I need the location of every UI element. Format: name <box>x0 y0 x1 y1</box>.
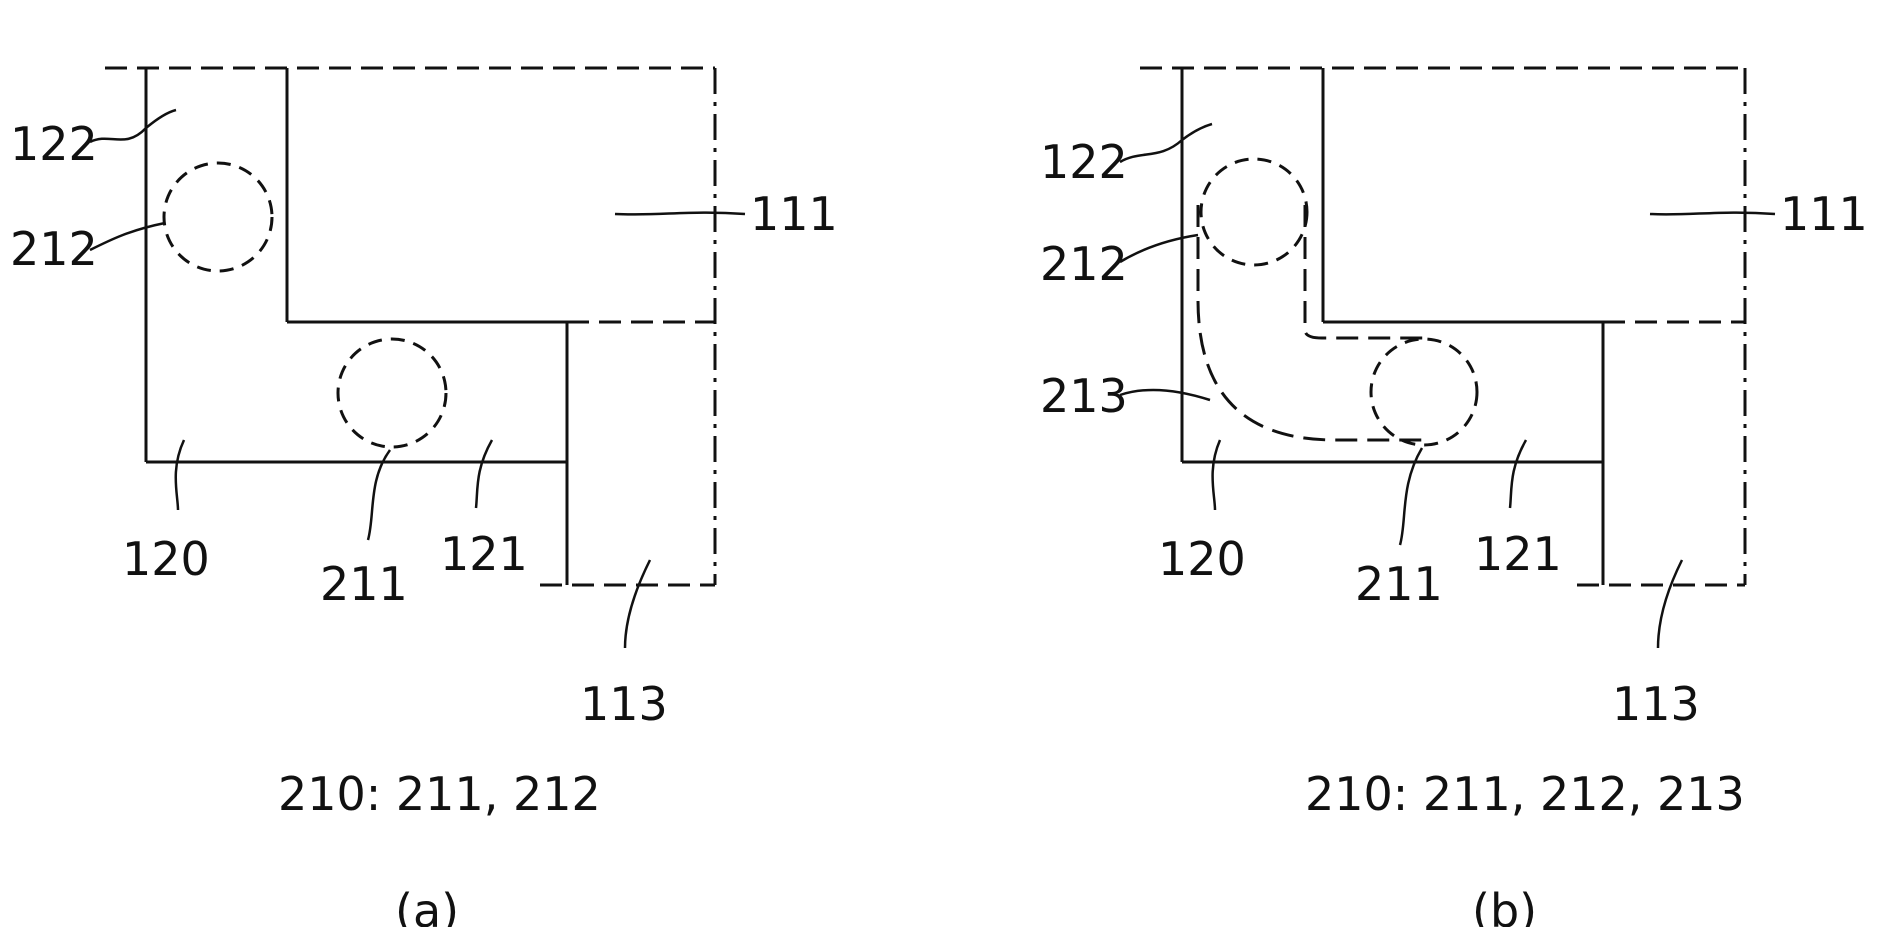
panel-a-structure <box>105 68 715 585</box>
label-212: 212 <box>1040 237 1128 291</box>
label-113: 113 <box>580 677 668 731</box>
leader-120 <box>176 440 184 510</box>
leader-122 <box>1120 124 1212 162</box>
label-120: 120 <box>122 532 210 586</box>
leader-111 <box>1650 213 1775 215</box>
subcaption-a: (a) <box>395 884 459 927</box>
circle-212 <box>164 163 272 271</box>
label-111: 111 <box>1780 187 1868 241</box>
label-212: 212 <box>10 222 98 276</box>
label-122: 122 <box>10 117 98 171</box>
circle-212 <box>1201 159 1307 265</box>
label-120: 120 <box>1158 532 1246 586</box>
label-113: 113 <box>1612 677 1700 731</box>
leader-212 <box>1120 235 1198 262</box>
label-121: 121 <box>1474 527 1562 581</box>
label-122: 122 <box>1040 135 1128 189</box>
leader-113 <box>1658 560 1682 648</box>
label-121: 121 <box>440 527 528 581</box>
label-211: 211 <box>1355 557 1443 611</box>
circle-211 <box>338 339 446 447</box>
panel-a: 122 212 111 120 211 121 113 210: 211, 21… <box>10 68 838 927</box>
leader-121 <box>1510 440 1526 508</box>
leader-122 <box>90 110 176 142</box>
circle-211 <box>1371 339 1477 445</box>
leader-120 <box>1213 440 1220 510</box>
label-111: 111 <box>750 187 838 241</box>
panel-b: 122 212 213 111 120 211 121 113 210: 211… <box>1040 68 1868 927</box>
caption-b: 210: 211, 212, 213 <box>1305 767 1745 821</box>
panel-b-structure <box>1140 68 1745 585</box>
leader-113 <box>625 560 650 648</box>
caption-a: 210: 211, 212 <box>278 767 601 821</box>
leader-111 <box>615 213 745 215</box>
leader-121 <box>476 440 492 508</box>
subcaption-b: (b) <box>1472 884 1537 927</box>
leader-212 <box>90 223 165 250</box>
leader-213 <box>1120 390 1210 400</box>
label-213: 213 <box>1040 369 1128 423</box>
label-211: 211 <box>320 557 408 611</box>
